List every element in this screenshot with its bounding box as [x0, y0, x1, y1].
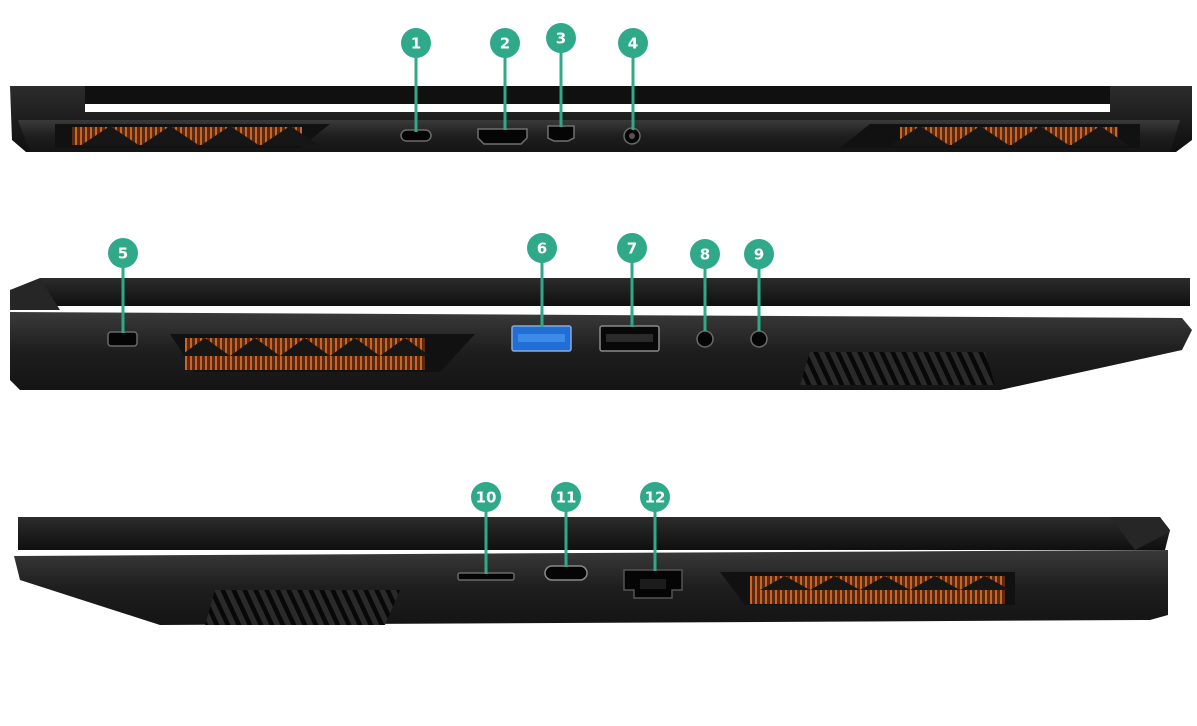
port-marker-12: 12	[640, 482, 670, 571]
marker-number: 8	[700, 246, 710, 264]
mini-displayport	[547, 125, 575, 142]
marker-badge	[618, 28, 648, 58]
marker-number: 1	[411, 35, 421, 53]
marker-number: 7	[627, 240, 637, 258]
marker-badge	[640, 482, 670, 512]
marker-badge	[546, 23, 576, 53]
usb-c-port	[544, 565, 588, 581]
rear-left-vent	[55, 124, 330, 148]
port-marker-2: 2	[490, 28, 520, 130]
port-marker-7: 7	[617, 233, 647, 327]
hdmi-port	[477, 128, 528, 145]
marker-badge	[108, 238, 138, 268]
marker-number: 5	[118, 245, 128, 263]
marker-number: 9	[754, 246, 764, 264]
left-side-grille	[800, 352, 995, 385]
marker-badge	[551, 482, 581, 512]
port-marker-10: 10	[471, 482, 501, 574]
marker-badge	[401, 28, 431, 58]
marker-badge	[471, 482, 501, 512]
sd-card-reader	[457, 572, 515, 581]
port-marker-8: 8	[690, 239, 720, 331]
marker-number: 10	[476, 489, 497, 507]
port-marker-5: 5	[108, 238, 138, 333]
headphone-jack	[750, 330, 768, 348]
marker-badge	[527, 233, 557, 263]
marker-badge	[744, 239, 774, 269]
marker-badge	[617, 233, 647, 263]
marker-badge	[490, 28, 520, 58]
marker-number: 3	[556, 30, 566, 48]
marker-number: 11	[556, 489, 577, 507]
marker-number: 2	[500, 35, 510, 53]
marker-number: 6	[537, 240, 547, 258]
marker-badge	[690, 239, 720, 269]
port-marker-6: 6	[527, 233, 557, 327]
right-side-view	[14, 517, 1170, 625]
rear-right-vent	[840, 124, 1140, 148]
rear-view	[10, 86, 1192, 152]
port-marker-1: 1	[401, 28, 431, 132]
port-marker-4: 4	[618, 28, 648, 130]
port-marker-9: 9	[744, 239, 774, 331]
port-marker-3: 3	[546, 23, 576, 127]
marker-number: 4	[628, 35, 638, 53]
port-marker-11: 11	[551, 482, 581, 567]
left-side-view	[10, 278, 1192, 390]
microphone-jack	[696, 330, 714, 348]
security-lock-slot	[107, 331, 138, 347]
marker-number: 12	[645, 489, 666, 507]
right-side-grille	[205, 590, 400, 625]
